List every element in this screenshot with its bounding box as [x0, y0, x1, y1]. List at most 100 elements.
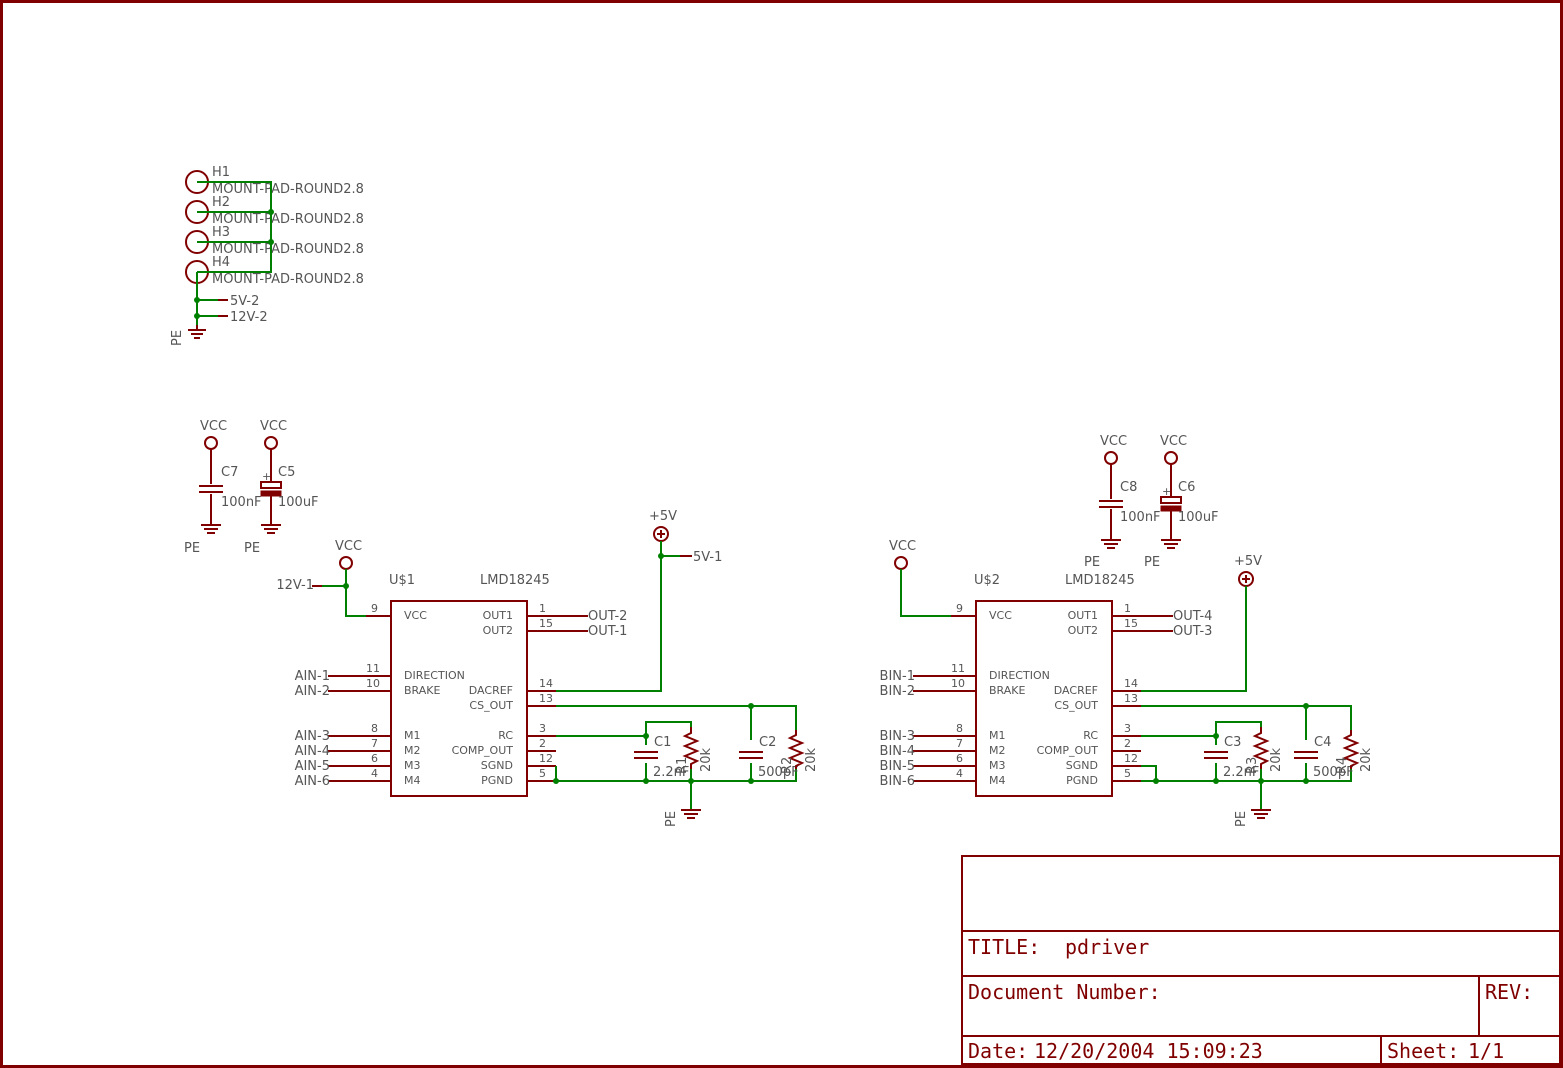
- mount-hole-value: MOUNT-PAD-ROUND2.8: [212, 182, 364, 197]
- pin-number: 6: [371, 752, 378, 765]
- sheet-label: Sheet:: [1387, 1039, 1459, 1063]
- pin-name: M1: [404, 729, 421, 742]
- pin-number: 3: [1124, 722, 1131, 735]
- pin-number: 9: [371, 602, 378, 615]
- pin-number: 2: [539, 737, 546, 750]
- ic-name: U$2: [974, 573, 1000, 588]
- ground-icon: [1251, 809, 1271, 819]
- ground-icon: [1161, 539, 1181, 549]
- mount-hole-name: H3: [212, 225, 230, 240]
- pin-name: VCC: [404, 609, 427, 622]
- pin-number: 14: [539, 677, 553, 690]
- pin-number: 14: [1124, 677, 1138, 690]
- ic-body: [975, 600, 1113, 797]
- left-pins: 9 11 10 8 7 6 4 VCC DIRECTION BRAKE M1 M…: [921, 602, 1050, 787]
- pin-name: COMP_OUT: [452, 744, 514, 757]
- vcc-label: VCC: [1100, 434, 1127, 449]
- net-label: BIN-5: [880, 759, 915, 774]
- pin-name: SGND: [481, 759, 513, 772]
- pin-number: 15: [1124, 617, 1138, 630]
- input-labels: AIN-1 AIN-2 AIN-3 AIN-4 AIN-5 AIN-6: [295, 669, 340, 789]
- pin-name: OUT1: [1068, 609, 1098, 622]
- decoupling-c7: VCC C7 100nF PE: [184, 419, 262, 556]
- pin-number: 15: [539, 617, 553, 630]
- res-value: 20k: [699, 747, 714, 772]
- pin-name: PGND: [481, 774, 513, 787]
- ic-name: U$1: [389, 573, 415, 588]
- ground-icon: [188, 325, 206, 339]
- cap-value: 100nF: [1120, 510, 1161, 525]
- vcc-supply-icon: [339, 556, 353, 570]
- pin-name: DIRECTION: [989, 669, 1050, 682]
- pin-number: 5: [1124, 767, 1131, 780]
- pin-name: PGND: [1066, 774, 1098, 787]
- pin-name: RC: [498, 729, 513, 742]
- vcc-label: VCC: [335, 539, 362, 554]
- document-number-label: Document Number:: [968, 980, 1161, 1004]
- pin-number: 7: [371, 737, 378, 750]
- pin-name: OUT2: [483, 624, 513, 637]
- supply-label: +5V: [1234, 554, 1262, 569]
- mounting-holes-group: H1 MOUNT-PAD-ROUND2.8 H2 MOUNT-PAD-ROUND…: [170, 165, 364, 346]
- pin-name: M3: [404, 759, 421, 772]
- ground-label: PE: [170, 330, 185, 346]
- vcc-supply-icon: [1104, 451, 1118, 465]
- net-wires: [1141, 705, 1352, 810]
- pin-number: 1: [539, 602, 546, 615]
- ground-label: PE: [664, 811, 679, 827]
- net-label-12v-2: 12V-2: [230, 310, 268, 325]
- pin-name: SGND: [1066, 759, 1098, 772]
- cap-value: 500pF: [1313, 765, 1354, 780]
- ground-label: PE: [1234, 811, 1249, 827]
- vcc-supply-icon: [204, 436, 218, 450]
- pin-name: M1: [989, 729, 1006, 742]
- pin-name: BRAKE: [989, 684, 1025, 697]
- pin-number: 11: [951, 662, 965, 675]
- input-labels: BIN-1 BIN-2 BIN-3 BIN-4 BIN-5 BIN-6: [880, 669, 925, 789]
- pin-name: RC: [1083, 729, 1098, 742]
- pin-number: 2: [1124, 737, 1131, 750]
- net-label: OUT-4: [1173, 609, 1212, 624]
- svg-text:+: +: [1162, 485, 1171, 498]
- pin-name: OUT1: [483, 609, 513, 622]
- ground-label: PE: [1084, 555, 1100, 570]
- pin-number: 3: [539, 722, 546, 735]
- vcc-supply-icon: [1164, 451, 1178, 465]
- net-label: BIN-1: [880, 669, 915, 684]
- net-label: BIN-3: [880, 729, 915, 744]
- vcc-supply-icon: [264, 436, 278, 450]
- mount-hole-value: MOUNT-PAD-ROUND2.8: [212, 242, 364, 257]
- plus-supply-icon: [1238, 571, 1254, 587]
- ic-value: LMD18245: [480, 573, 550, 588]
- pin-number: 7: [956, 737, 963, 750]
- output-labels: OUT-2 OUT-1: [576, 609, 627, 639]
- ground-label: PE: [1144, 555, 1160, 570]
- pin-number: 8: [956, 722, 963, 735]
- pin-name: VCC: [989, 609, 1012, 622]
- revision-label: REV:: [1485, 980, 1533, 1004]
- resistor-icon: [682, 727, 700, 769]
- res-name: R4: [1335, 757, 1350, 774]
- res-name: R1: [675, 757, 690, 774]
- pin-number: 13: [1124, 692, 1138, 705]
- net-label: BIN-2: [880, 684, 915, 699]
- ground-icon: [1101, 539, 1121, 549]
- date-label: Date:: [968, 1039, 1028, 1063]
- cap-value: 100uF: [1178, 510, 1219, 525]
- net-label: AIN-2: [295, 684, 330, 699]
- res-value: 20k: [1269, 747, 1284, 772]
- driver-u1: U$1 LMD18245 9 11 10 8 7 6 4 VCC DIRECTI…: [276, 509, 819, 827]
- cap-name: C8: [1120, 480, 1137, 495]
- vcc-supply-icon: [894, 556, 908, 570]
- pin-name: CS_OUT: [1054, 699, 1098, 712]
- right-pins: 1 15 14 13 3 2 12 5 OUT1 OUT2 DACREF CS_…: [452, 602, 580, 787]
- plus-supply-icon: [653, 526, 669, 542]
- pin-number: 6: [956, 752, 963, 765]
- pin-name: COMP_OUT: [1037, 744, 1099, 757]
- net-label: BIN-6: [880, 774, 915, 789]
- pin-name: M3: [989, 759, 1006, 772]
- pin-number: 4: [956, 767, 963, 780]
- left-pins: 9 11 10 8 7 6 4 VCC DIRECTION BRAKE M1 M…: [336, 602, 465, 787]
- pin-name: M4: [989, 774, 1006, 787]
- res-name: R2: [780, 757, 795, 774]
